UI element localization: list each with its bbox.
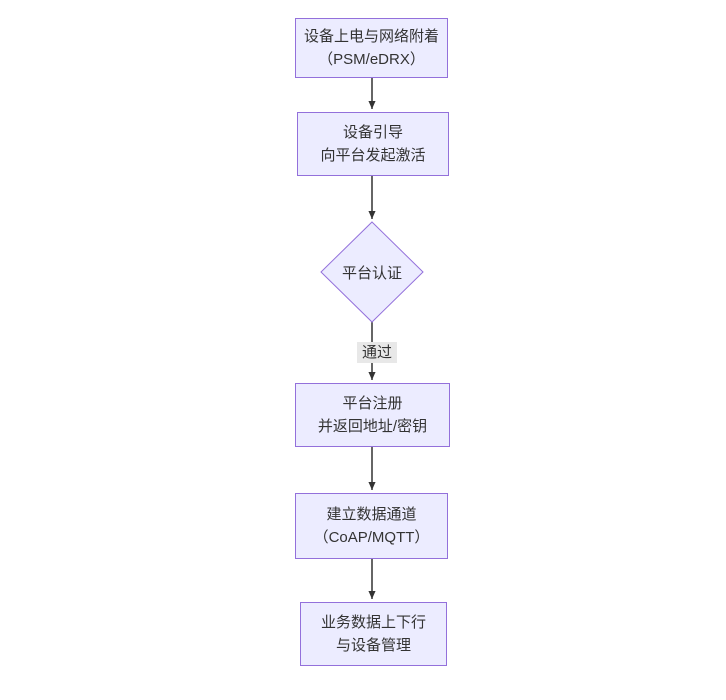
node-power-network-attach: 设备上电与网络附着 （PSM/eDRX） — [295, 18, 448, 78]
node-text-line: 与设备管理 — [335, 637, 411, 654]
node-data-channel: 建立数据通道 （CoAP/MQTT） — [295, 493, 448, 559]
node-text-line: 并返回地址/密钥 — [317, 418, 428, 435]
node-text-line: 平台注册 — [342, 395, 403, 412]
edge-label-pass: 通过 — [357, 342, 397, 363]
node-text-line: 向平台发起激活 — [320, 147, 426, 164]
decision-platform-auth-shape — [320, 221, 424, 323]
node-text-line: （PSM/eDRX） — [318, 51, 425, 68]
node-platform-register: 平台注册 并返回地址/密钥 — [295, 383, 450, 447]
node-business-data-management: 业务数据上下行 与设备管理 — [300, 602, 447, 666]
node-text-line: 设备引导 — [342, 124, 403, 141]
node-text-line: 业务数据上下行 — [320, 614, 426, 631]
node-text-line: 平台认证 — [341, 264, 402, 282]
node-text-line: 建立数据通道 — [326, 506, 417, 523]
node-device-bootstrap: 设备引导 向平台发起激活 — [297, 112, 449, 176]
node-text-line: （CoAP/MQTT） — [313, 529, 430, 546]
decision-platform-auth: 平台认证 — [321, 222, 423, 322]
node-text-line: 设备上电与网络附着 — [303, 28, 439, 45]
